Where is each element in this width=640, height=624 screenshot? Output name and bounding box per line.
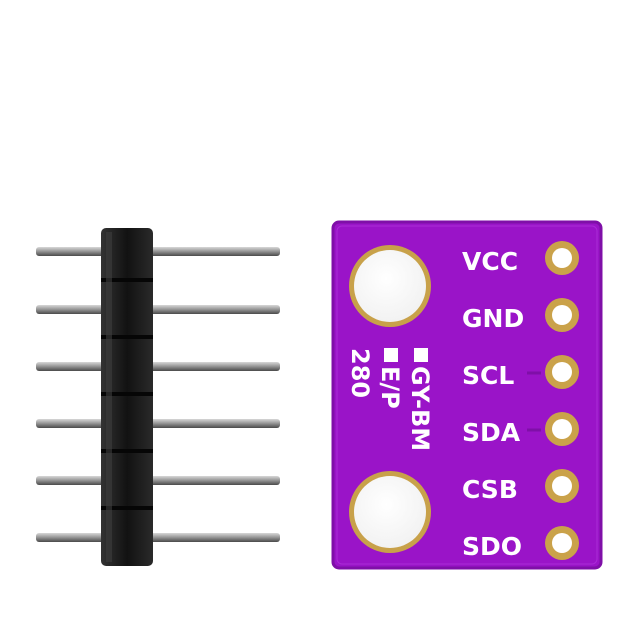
header-pins: [36, 247, 280, 542]
pin-label-scl: SCL: [462, 361, 514, 390]
pad-sda: [545, 412, 579, 446]
pin-labels: VCC GND SCL SDA CSB SDO: [462, 247, 524, 561]
header-pin-6: [36, 533, 280, 542]
board-name: GY-BM E/P 280: [346, 348, 434, 451]
mounting-hole-top: [349, 245, 431, 327]
header-pin-2: [36, 305, 280, 314]
pad-csb: [545, 469, 579, 503]
pad-scl: [545, 355, 579, 389]
pin-header: [36, 228, 280, 566]
board-label-line1: GY-BM: [406, 366, 434, 451]
pin-label-sda: SDA: [462, 418, 521, 447]
pad-vcc: [545, 241, 579, 275]
header-plastic: [101, 228, 153, 566]
pin-label-csb: CSB: [462, 475, 518, 504]
board-label-line2: E/P: [376, 366, 404, 409]
header-pin-3: [36, 362, 280, 371]
header-pin-4: [36, 419, 280, 428]
solder-pads: [545, 241, 579, 560]
pin-label-vcc: VCC: [462, 247, 518, 276]
pad-gnd: [545, 298, 579, 332]
header-pin-5: [36, 476, 280, 485]
board-label-line3: 280: [346, 348, 374, 398]
pin-label-sdo: SDO: [462, 532, 522, 561]
mounting-hole-bottom: [349, 471, 431, 553]
pad-sdo: [545, 526, 579, 560]
pin-label-gnd: GND: [462, 304, 524, 333]
sensor-board: GY-BM E/P 280 VCC GND SCL SDA CSB SDO: [331, 220, 603, 570]
header-pin-1: [36, 247, 280, 256]
